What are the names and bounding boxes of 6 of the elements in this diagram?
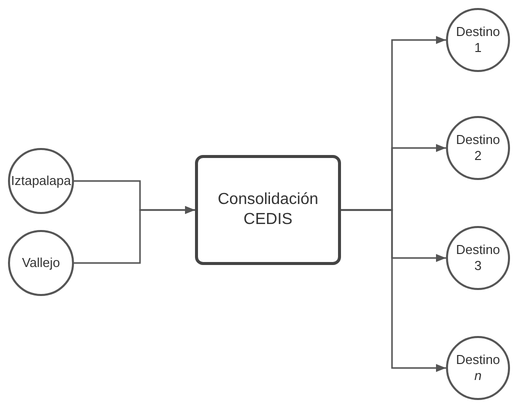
connector-arrow (74, 206, 195, 264)
node-label: Consolidación CEDIS (216, 190, 320, 230)
process-box (195, 155, 341, 265)
connector-arrow (341, 209, 446, 372)
node-label: Iztapalapa (11, 172, 71, 190)
node-label: Vallejo (22, 254, 60, 272)
